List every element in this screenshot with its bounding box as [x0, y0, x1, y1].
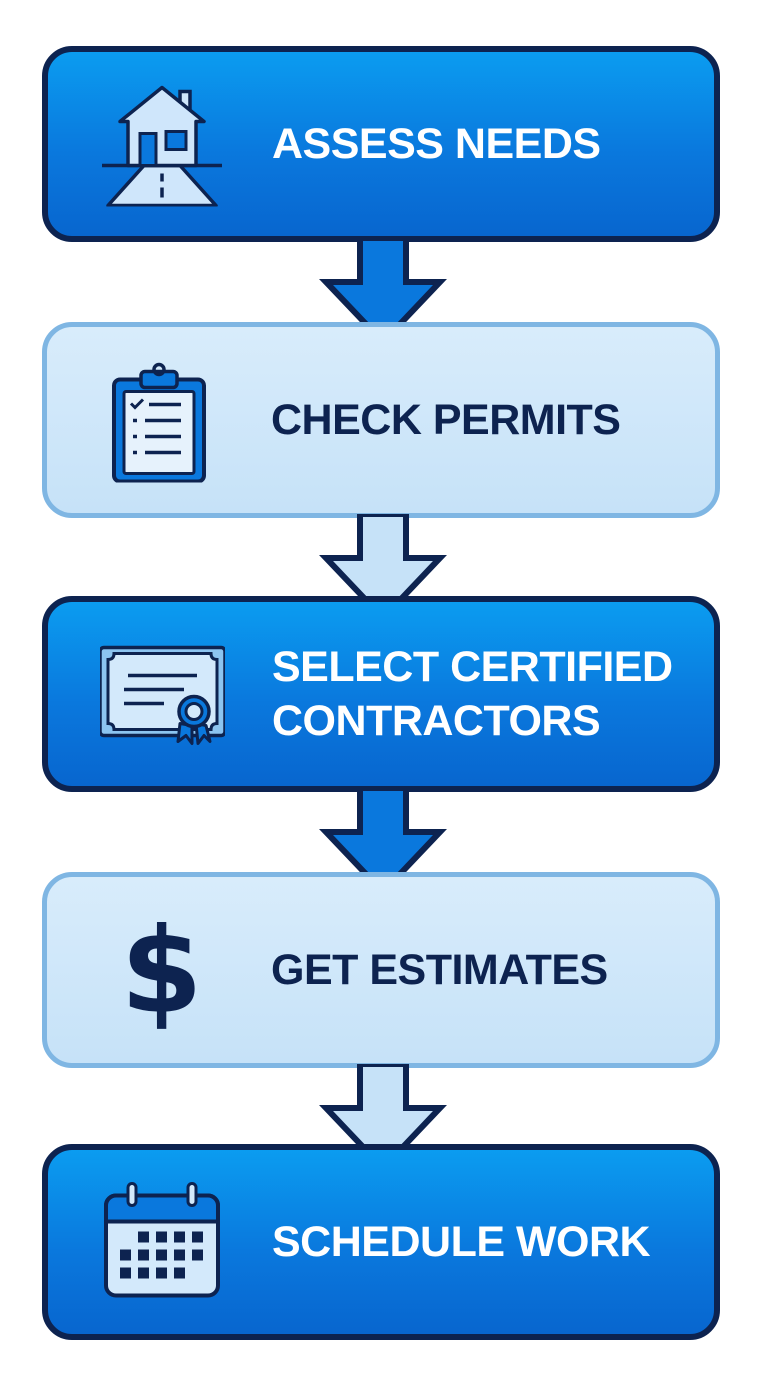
step-label: CHECK PERMITS	[271, 396, 621, 444]
step-assess-needs: ASSESS NEEDS	[42, 46, 720, 242]
step-schedule-work: SCHEDULE WORK	[42, 1144, 720, 1340]
step-label: SCHEDULE WORK	[272, 1218, 651, 1266]
dollar-glyph: $	[120, 901, 203, 1039]
clipboard-checklist-icon	[99, 358, 224, 483]
down-arrow-icon	[319, 238, 447, 347]
step-label: SELECT CERTIFIED CONTRACTORS	[272, 643, 673, 745]
certificate-icon	[100, 632, 225, 757]
step-select-certified-contractors: SELECT CERTIFIED CONTRACTORS	[42, 596, 720, 792]
step-get-estimates: $ GET ESTIMATES	[42, 872, 720, 1068]
step-check-permits: CHECK PERMITS	[42, 322, 720, 518]
house-icon	[100, 82, 225, 207]
down-arrow-icon	[319, 788, 447, 897]
step-label: GET ESTIMATES	[271, 946, 608, 994]
dollar-icon: $	[99, 908, 224, 1033]
down-arrow-icon	[319, 1064, 447, 1173]
calendar-icon	[100, 1180, 225, 1305]
down-arrow-icon	[319, 514, 447, 623]
step-label: ASSESS NEEDS	[272, 120, 601, 168]
